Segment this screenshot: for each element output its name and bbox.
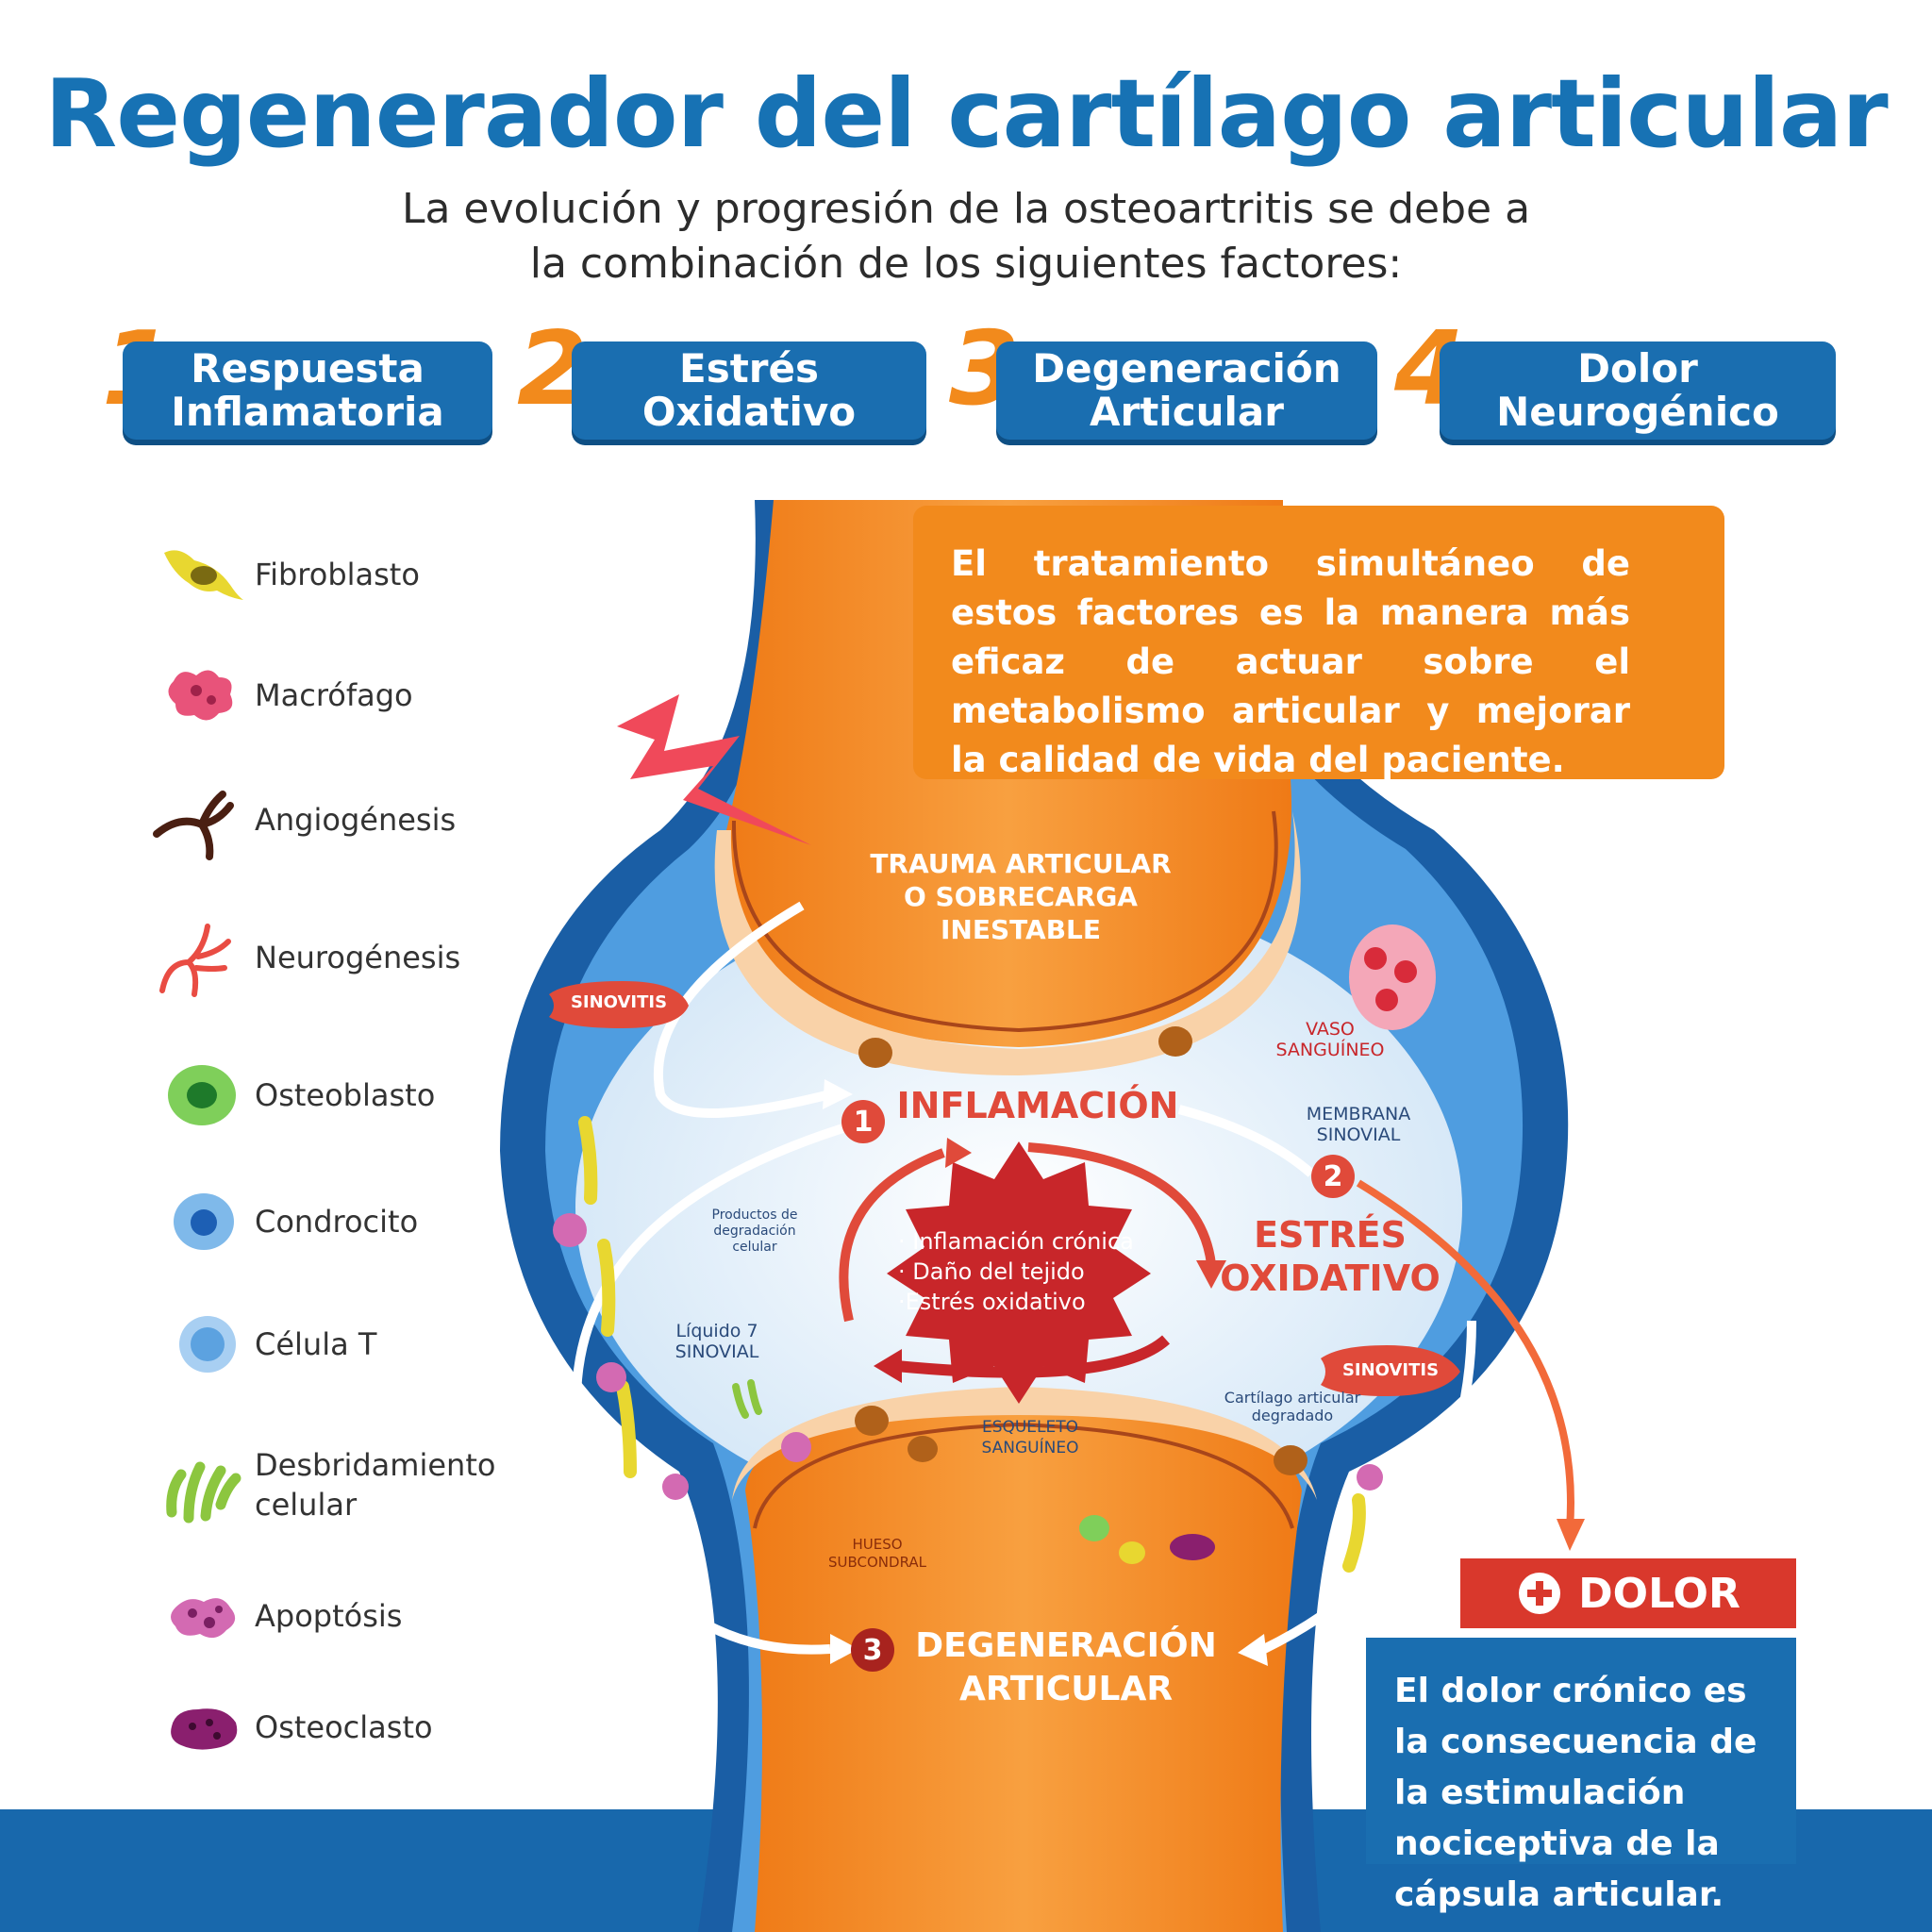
legend-label: Condrocito bbox=[255, 1204, 419, 1240]
bone-mid-label: ESQUELETO SANGUÍNEO bbox=[981, 1418, 1079, 1457]
legend-item-osteoclast: Osteoclasto bbox=[151, 1685, 547, 1770]
step-badge-2: 2 bbox=[1311, 1155, 1355, 1198]
angiogenesis-icon bbox=[153, 791, 234, 860]
factor-4-line-2: Neurogénico bbox=[1496, 389, 1779, 435]
degradation-products-label: Productos de degradación celular bbox=[711, 1208, 798, 1255]
neurogenesis-icon bbox=[159, 924, 231, 997]
inflammation-burst bbox=[887, 1141, 1151, 1404]
factor-2-line-2: Oxidativo bbox=[641, 389, 857, 435]
lightning-icon bbox=[617, 694, 811, 845]
center-item: · Daño del tejido bbox=[898, 1258, 1085, 1285]
subtitle-line-1: La evolución y progresión de la osteoart… bbox=[401, 185, 1531, 233]
dolor-title: DOLOR bbox=[1578, 1569, 1740, 1618]
factor-3-line-2: Articular bbox=[1090, 389, 1284, 435]
subchondral-label: HUESO SUBCONDRAL bbox=[827, 1536, 926, 1571]
legend-label: Apoptósis bbox=[255, 1598, 403, 1634]
osteoblast-icon bbox=[168, 1065, 236, 1125]
legend-label: Osteoclasto bbox=[255, 1709, 433, 1745]
treatment-box bbox=[913, 506, 1724, 779]
legend-item-fibroblast: Fibroblasto bbox=[151, 532, 547, 617]
degeneration-label: DEGENERACIÓN ARTICULAR bbox=[915, 1626, 1217, 1708]
synovitis-right-shape bbox=[1321, 1345, 1460, 1396]
step-badge-3: 3 bbox=[851, 1628, 894, 1672]
membrane-label: MEMBRANA SINOVIAL bbox=[1306, 1104, 1411, 1145]
factor-1-line-2: Inflamatoria bbox=[171, 389, 444, 435]
subtitle-line-2: la combinación de los siguientes factore… bbox=[529, 240, 1403, 288]
dolor-header: DOLOR bbox=[1460, 1558, 1796, 1628]
t-cell-icon bbox=[179, 1316, 236, 1373]
legend-label: Neurogénesis bbox=[255, 940, 461, 975]
vessel-label: VASO SANGUÍNEO bbox=[1275, 1019, 1385, 1060]
trauma-label: TRAUMA ARTICULAR O SOBRECARGA INESTABLE bbox=[870, 848, 1172, 945]
factor-1-line-1: Respuesta bbox=[191, 345, 425, 391]
blood-vessel-icon bbox=[1349, 924, 1436, 1030]
legend-item-t-cell: Célula T bbox=[151, 1302, 547, 1387]
center-item: · Inflamación crónica bbox=[898, 1228, 1134, 1255]
legend-item-osteoblast: Osteoblasto bbox=[151, 1053, 547, 1138]
osteoclast-icon bbox=[171, 1708, 238, 1750]
legend-label: Angiogénesis bbox=[255, 802, 457, 838]
chondrocyte-icon bbox=[174, 1193, 234, 1250]
synovitis-left-shape bbox=[549, 981, 689, 1028]
legend-item-angiogenesis: Angiogénesis bbox=[151, 777, 547, 862]
cartilage-label: Cartílago articular degradado bbox=[1224, 1389, 1361, 1424]
factor-3-line-1: Degeneración bbox=[1032, 345, 1341, 391]
step-badge-1: 1 bbox=[841, 1100, 885, 1143]
inflammation-label: INFLAMACIÓN bbox=[896, 1085, 1179, 1126]
dolor-text: El dolor crónico es la consecuencia de l… bbox=[1394, 1672, 1757, 1914]
legend-label: Osteoblasto bbox=[255, 1077, 436, 1113]
synovitis-label-right: SINOVITIS bbox=[1341, 1360, 1440, 1380]
apoptosis-icon bbox=[171, 1598, 236, 1639]
oxidative-stress-label: ESTRÉS OXIDATIVO bbox=[1220, 1214, 1441, 1299]
legend-item-macrophage: Macrófago bbox=[151, 653, 547, 738]
plus-circle-icon bbox=[1519, 1573, 1561, 1614]
debridement-icon bbox=[166, 1461, 242, 1524]
legend-item-chondrocyte: Condrocito bbox=[151, 1179, 547, 1264]
macrophage-icon bbox=[168, 670, 233, 721]
synovial-fluid-label: Líquido 7 SINOVIAL bbox=[675, 1321, 759, 1362]
treatment-text: El tratamiento simultáneo de estos facto… bbox=[951, 543, 1630, 780]
legend-item-apoptosis: Apoptósis bbox=[151, 1574, 547, 1658]
dolor-box bbox=[1366, 1638, 1796, 1864]
legend-item-neurogenesis: Neurogénesis bbox=[151, 915, 547, 1000]
legend-label: Macrófago bbox=[255, 677, 413, 713]
factor-2-line-1: Estrés bbox=[679, 345, 819, 391]
legend-label: Fibroblasto bbox=[255, 557, 420, 592]
center-item: ·Estrés oxidativo bbox=[898, 1289, 1086, 1315]
page-title: Regenerador del cartílago articular bbox=[44, 58, 1888, 169]
lower-bone bbox=[745, 1396, 1302, 1932]
legend-label: Célula T bbox=[255, 1326, 377, 1362]
fibroblast-icon bbox=[164, 550, 243, 600]
factor-4-line-1: Dolor bbox=[1577, 345, 1698, 391]
synovitis-label-left: SINOVITIS bbox=[570, 992, 668, 1012]
center-items: · Inflamación crónica · Daño del tejido … bbox=[898, 1226, 1153, 1317]
